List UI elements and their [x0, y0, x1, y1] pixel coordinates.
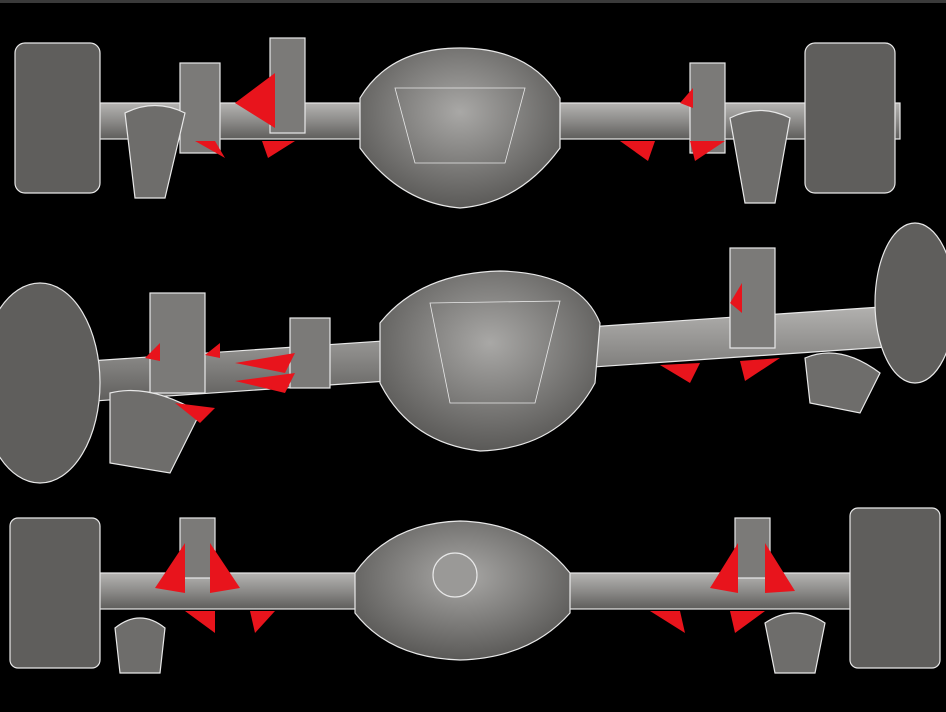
- pinion-flange: [432, 552, 478, 598]
- differential-housing: [359, 47, 561, 209]
- bracket: [289, 317, 331, 389]
- spring-perch: [114, 617, 166, 674]
- hub-right: [874, 222, 946, 384]
- hub-left: [14, 42, 101, 194]
- gussets-middle: [145, 283, 780, 423]
- spring-perch: [729, 109, 791, 204]
- spring-perch: [124, 104, 186, 199]
- hub-left: [9, 517, 101, 669]
- axle-top: [14, 37, 901, 209]
- spring-perch: [764, 612, 826, 674]
- bracket: [179, 517, 216, 579]
- bracket: [269, 37, 306, 134]
- bracket: [689, 62, 726, 154]
- gussets-bottom: [155, 543, 795, 633]
- bracket: [734, 517, 771, 579]
- hub-right: [804, 42, 896, 194]
- differential-housing: [379, 270, 601, 452]
- hub-right: [849, 507, 941, 669]
- hub-left: [0, 282, 101, 484]
- axle-middle: [0, 222, 946, 484]
- spring-perch: [804, 352, 881, 414]
- bracket: [149, 292, 206, 394]
- axle-illustration: [0, 37, 946, 674]
- gussets-top: [195, 73, 725, 161]
- gusset: [235, 73, 275, 128]
- axle-bottom: [9, 507, 941, 674]
- bracket: [179, 62, 221, 154]
- spring-perch: [109, 389, 201, 474]
